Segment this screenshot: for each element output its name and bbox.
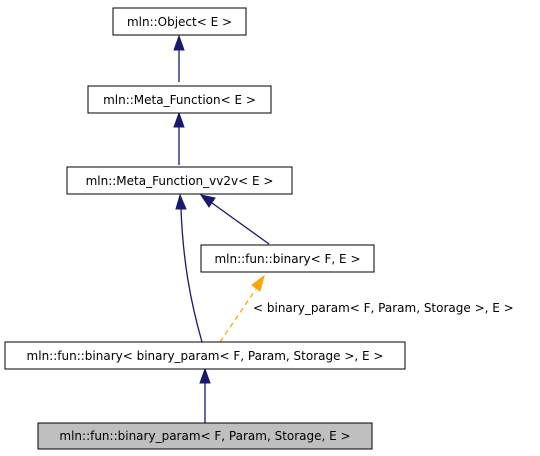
node-meta-function-vv2v-label: mln::Meta_Function_vv2v< E >: [86, 174, 274, 188]
node-binary-param-current: mln::fun::binary_param< F, Param, Storag…: [37, 422, 373, 450]
edge-template-instantiation: [219, 288, 257, 343]
arrowhead-fun-binary-param: [199, 367, 211, 384]
node-fun-binary[interactable]: mln::fun::binary< F, E >: [200, 244, 375, 273]
node-meta-function[interactable]: mln::Meta_Function< E >: [87, 85, 272, 114]
node-object-label: mln::Object< E >: [127, 15, 232, 29]
template-edge-label: < binary_param< F, Param, Storage >, E >: [253, 301, 514, 315]
arrowhead-object: [173, 34, 185, 51]
arrowhead-meta-function: [173, 111, 185, 128]
node-meta-function-vv2v[interactable]: mln::Meta_Function_vv2v< E >: [66, 166, 293, 195]
arrowhead-fun-binary: [251, 274, 265, 292]
node-binary-param-label: mln::fun::binary_param< F, Param, Storag…: [59, 429, 350, 443]
arrowhead-vv2v-left: [175, 193, 187, 210]
edge-fun-binary-to-vv2v: [211, 202, 270, 245]
node-fun-binary-param[interactable]: mln::fun::binary< binary_param< F, Param…: [4, 341, 406, 370]
node-fun-binary-param-label: mln::fun::binary< binary_param< F, Param…: [27, 349, 384, 363]
edge-fun-binary-param-to-vv2v: [180, 208, 203, 343]
node-object[interactable]: mln::Object< E >: [112, 7, 247, 36]
node-fun-binary-label: mln::fun::binary< F, E >: [214, 252, 360, 266]
arrowhead-vv2v-right: [199, 194, 216, 208]
node-meta-function-label: mln::Meta_Function< E >: [103, 93, 256, 107]
